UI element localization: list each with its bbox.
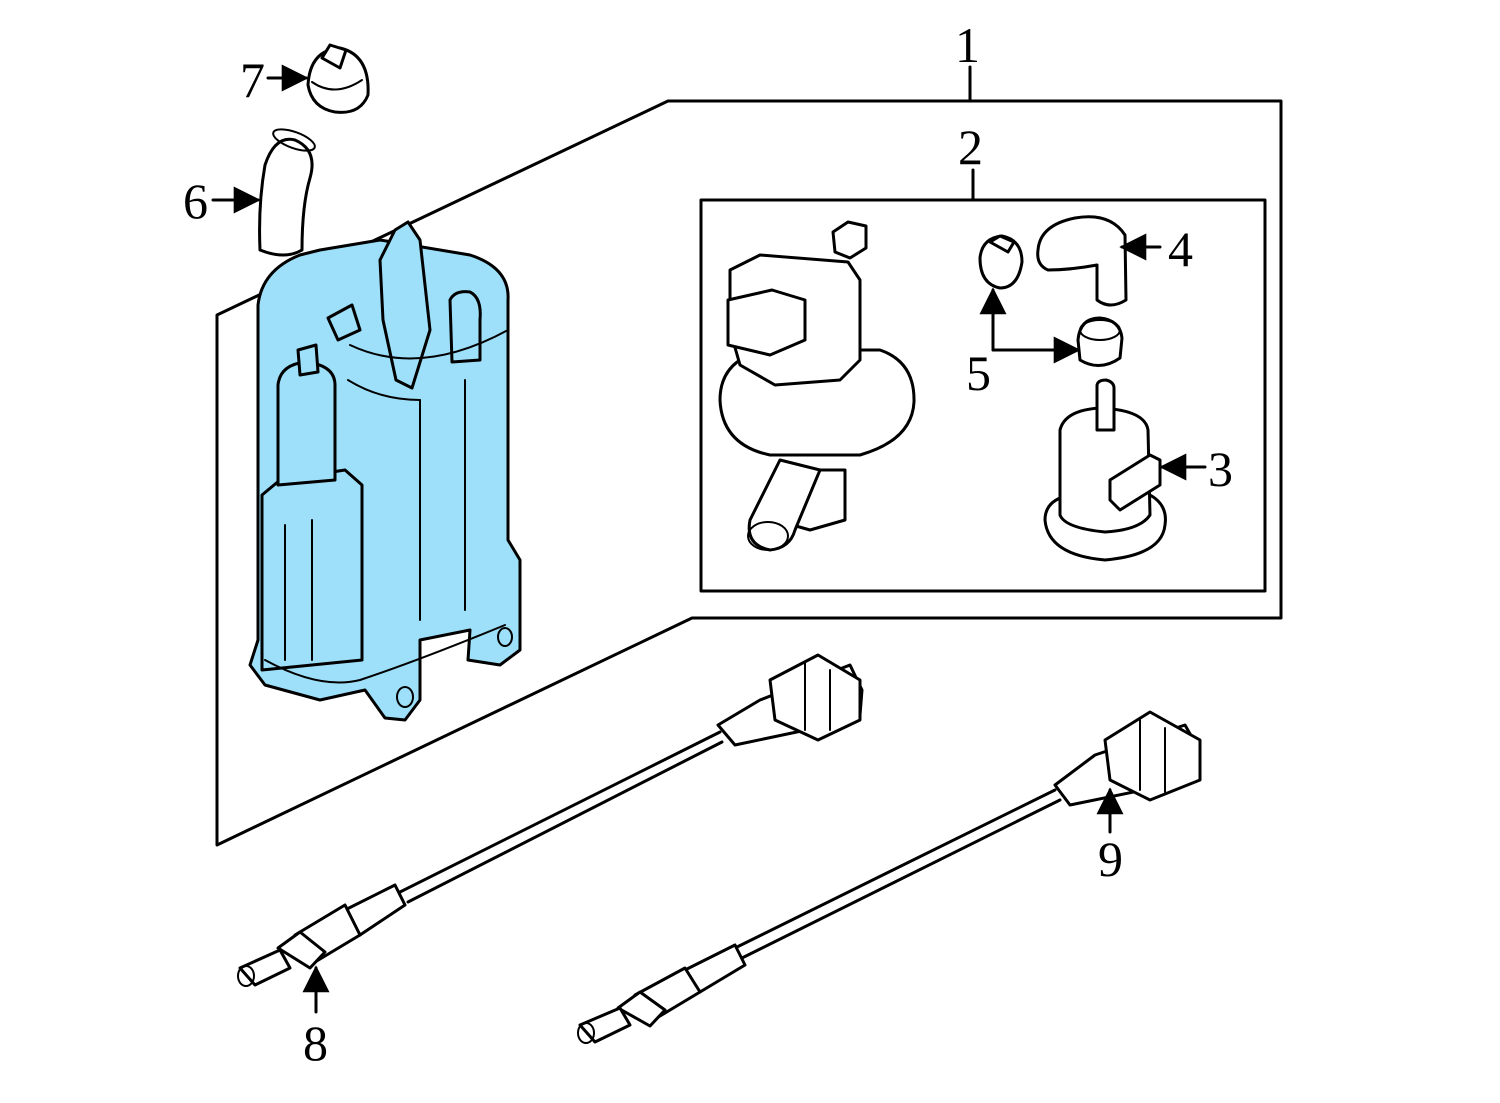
callout-6: 6 <box>183 173 208 229</box>
callout-7: 7 <box>240 52 265 108</box>
clamp-part-5-upper <box>978 234 1024 290</box>
subassembly-box-2 <box>699 198 1267 593</box>
callout-4: 4 <box>1168 221 1193 277</box>
callout-8: 8 <box>303 1015 328 1071</box>
callout-5: 5 <box>966 345 991 401</box>
clamp-part-7 <box>306 43 370 114</box>
purge-valve <box>718 220 916 552</box>
hose-part-6 <box>258 128 316 257</box>
elbow-hose-part-4 <box>1036 215 1128 307</box>
clamp-part-5-lower <box>1076 316 1124 367</box>
callout-1: 1 <box>955 17 980 73</box>
callout-9: 9 <box>1098 831 1123 887</box>
oxygen-sensor-part-9 <box>577 710 1202 1044</box>
callout-3: 3 <box>1208 441 1233 497</box>
oxygen-sensor-part-8 <box>237 653 864 987</box>
assembly-frame-1 <box>215 99 1283 847</box>
callout-2: 2 <box>958 119 983 175</box>
solenoid-part-3 <box>1043 378 1167 562</box>
canister-highlighted <box>248 220 522 722</box>
